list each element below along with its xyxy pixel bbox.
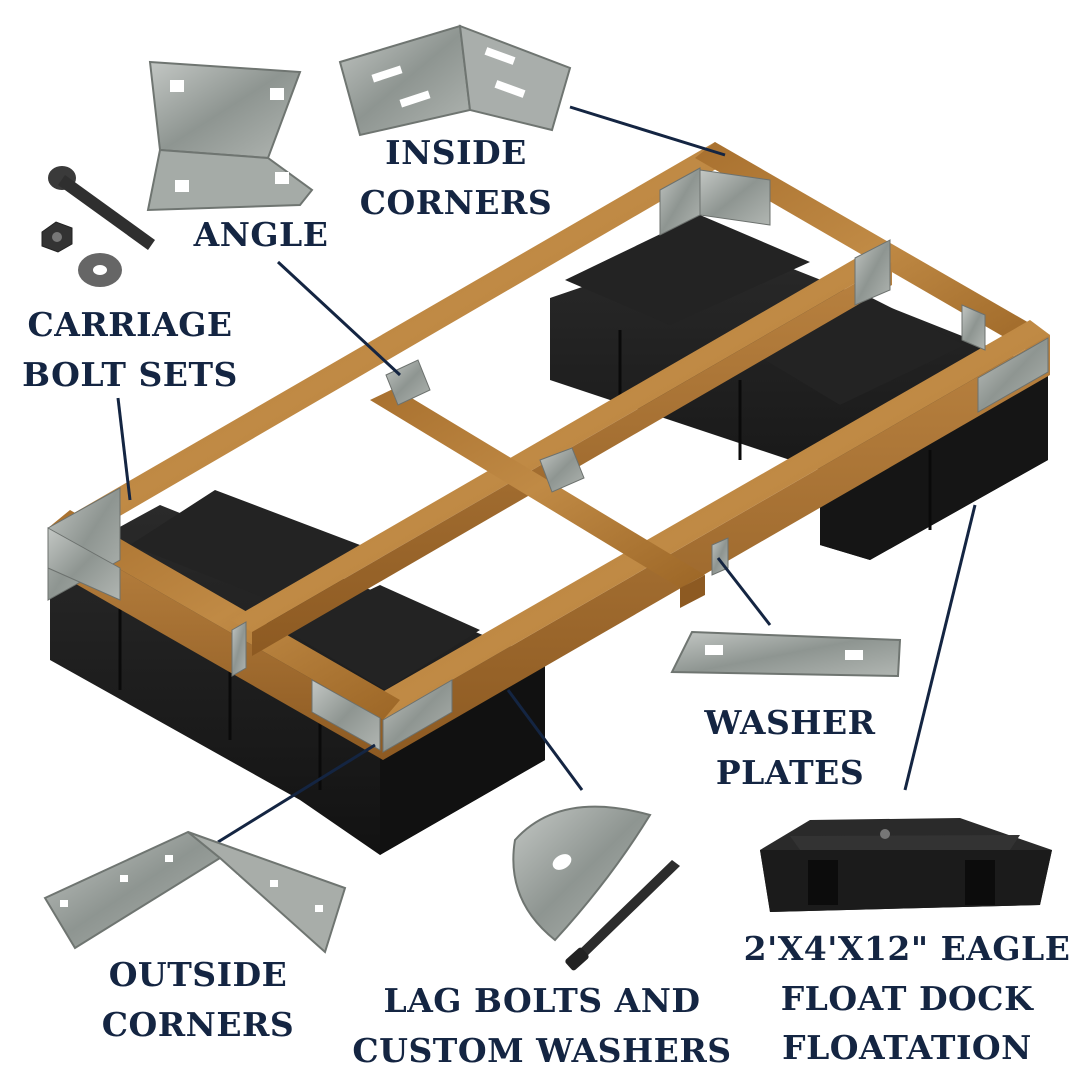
label-floatation: 2'X4'X12" EAGLE FLOAT DOCK FLOATATION bbox=[742, 924, 1072, 1073]
label-line: FLOAT DOCK bbox=[780, 978, 1034, 1018]
inside-corner-bracket-icon bbox=[338, 24, 572, 137]
label-line: OUTSIDE bbox=[108, 955, 288, 994]
label-lag-bolts: LAG BOLTS AND CUSTOM WASHERS bbox=[352, 976, 732, 1075]
label-line: BOLT SETS bbox=[22, 354, 238, 394]
label-line: WASHER bbox=[704, 703, 876, 742]
leader-lines bbox=[116, 105, 977, 844]
label-line: 2'X4'X12" EAGLE bbox=[743, 929, 1071, 968]
label-inside-corners: INSIDE CORNERS bbox=[356, 128, 556, 227]
label-line: LAG BOLTS AND bbox=[383, 981, 701, 1020]
label-line: CARRIAGE bbox=[27, 305, 233, 344]
washer-plate-icon bbox=[670, 630, 902, 678]
hex-nut-icon bbox=[41, 221, 73, 253]
carriage-bolt-icon bbox=[48, 166, 155, 250]
label-outside-corners: OUTSIDE CORNERS bbox=[98, 950, 298, 1049]
angle-bracket-icon bbox=[146, 60, 314, 212]
label-line: PLATES bbox=[715, 752, 865, 792]
outside-corner-bracket-icon bbox=[43, 830, 347, 954]
label-line: INSIDE bbox=[385, 133, 527, 172]
round-washer-icon bbox=[78, 253, 122, 287]
label-line: CUSTOM WASHERS bbox=[352, 1030, 732, 1070]
label-line: CORNERS bbox=[101, 1004, 295, 1044]
label-angle: ANGLE bbox=[186, 210, 336, 260]
label-line: CORNERS bbox=[359, 182, 553, 222]
float-drum-icon bbox=[760, 818, 1052, 912]
label-line: ANGLE bbox=[193, 215, 329, 254]
lag-bolt-icon bbox=[565, 860, 680, 971]
label-line: FLOATATION bbox=[782, 1028, 1032, 1067]
frame-hardware bbox=[47, 167, 1049, 753]
label-washer-plates: WASHER PLATES bbox=[690, 698, 890, 797]
custom-washer-icon bbox=[512, 805, 652, 942]
label-carriage-bolt-sets: CARRIAGE BOLT SETS bbox=[15, 300, 245, 399]
